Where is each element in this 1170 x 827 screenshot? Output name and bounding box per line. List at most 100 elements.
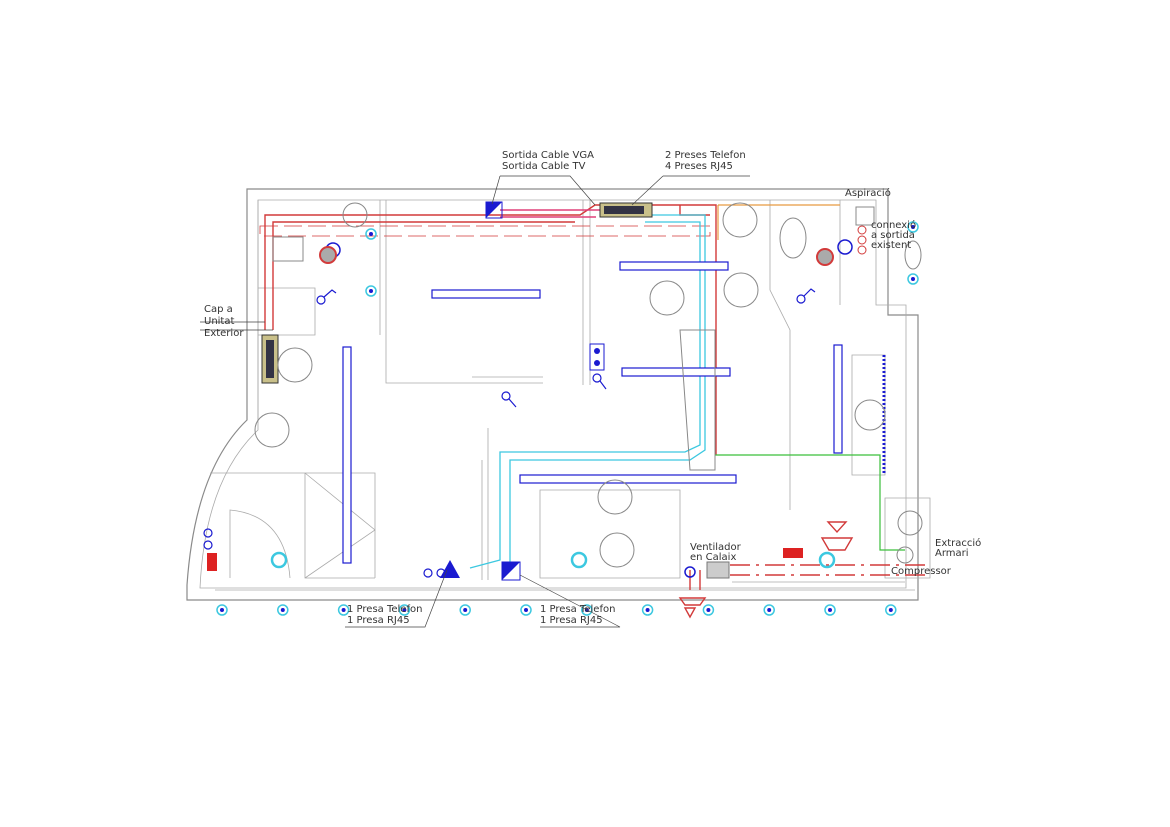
outer-wall bbox=[186, 188, 919, 601]
ceiling-point bbox=[216, 604, 228, 616]
chair bbox=[723, 272, 759, 308]
ceiling-point bbox=[337, 604, 350, 616]
ac-unit-grille bbox=[266, 340, 274, 378]
valve bbox=[319, 246, 337, 264]
cable-green bbox=[715, 454, 905, 551]
ceiling-point bbox=[907, 221, 919, 233]
socket-vga-frame bbox=[485, 201, 503, 219]
label-calaix: en Calaix bbox=[690, 552, 737, 563]
label-tv: Sortida Cable TV bbox=[502, 161, 586, 172]
washbasin bbox=[904, 240, 922, 270]
sink bbox=[722, 202, 758, 238]
chair bbox=[254, 412, 290, 448]
ceiling-point-dot bbox=[524, 608, 528, 612]
chair bbox=[597, 479, 633, 515]
ceiling-point-dot bbox=[645, 608, 650, 612]
grille-top bbox=[820, 521, 854, 551]
ceiling-point bbox=[277, 604, 289, 616]
ceiling-point bbox=[641, 604, 654, 616]
ceiling-point-dot bbox=[220, 608, 224, 612]
light-fixture bbox=[833, 344, 843, 454]
ceiling-point bbox=[520, 604, 532, 616]
extraction-point bbox=[837, 239, 853, 255]
chair bbox=[649, 280, 685, 316]
label-rj45-1b: 1 Presa RJ45 bbox=[540, 615, 603, 626]
ceiling-point bbox=[763, 604, 775, 616]
label-rj45-4: 4 Preses RJ45 bbox=[665, 161, 733, 172]
fan-box bbox=[706, 561, 730, 579]
switches bbox=[203, 288, 816, 578]
ceiling-point-dot bbox=[463, 608, 468, 612]
socket-double-dot bbox=[594, 348, 600, 354]
ceiling-point-dot bbox=[341, 608, 346, 612]
socket-rj45 bbox=[502, 562, 520, 580]
label-armari: Armari bbox=[935, 548, 969, 559]
ceiling-point bbox=[702, 604, 715, 616]
valve bbox=[816, 248, 834, 266]
label-aspiracio: Aspiració bbox=[845, 188, 891, 199]
chair bbox=[277, 347, 313, 383]
ceiling-point-dot bbox=[369, 232, 373, 236]
door-arc bbox=[229, 509, 291, 579]
ceiling-point-dot bbox=[911, 225, 915, 229]
duct-orange bbox=[717, 204, 840, 240]
toilet bbox=[779, 217, 807, 259]
ceiling-point bbox=[581, 604, 593, 616]
inner-wall bbox=[199, 199, 907, 589]
ceiling-point bbox=[885, 604, 897, 616]
label-rj45-1a: 1 Presa RJ45 bbox=[347, 615, 410, 626]
red-marker bbox=[783, 548, 803, 558]
cable-cyan bbox=[469, 214, 706, 569]
ceiling-point-dot bbox=[888, 608, 893, 612]
ceiling-point-dot bbox=[828, 608, 832, 612]
ceiling-point-dot bbox=[706, 608, 711, 612]
detector bbox=[570, 551, 588, 569]
ceiling-point bbox=[398, 604, 411, 616]
chairs bbox=[254, 202, 923, 568]
ceiling-point bbox=[365, 228, 377, 240]
label-ventilador: Ventilador bbox=[690, 542, 741, 553]
chair bbox=[599, 532, 635, 568]
light-fixture bbox=[621, 367, 731, 377]
ceiling-point bbox=[365, 285, 377, 297]
fan-motor bbox=[684, 566, 696, 578]
socket-double-dot bbox=[594, 360, 600, 366]
fixture bbox=[896, 546, 914, 564]
light-fixture bbox=[519, 474, 737, 484]
cabinet bbox=[855, 206, 875, 226]
ceiling-point bbox=[907, 273, 919, 285]
socket-double bbox=[589, 343, 605, 371]
label-connexio-2: a sortida bbox=[871, 230, 915, 241]
cable-pink bbox=[500, 209, 600, 218]
detector bbox=[270, 551, 288, 569]
label-cap: Cap a bbox=[204, 304, 233, 315]
exhaust-duct bbox=[689, 564, 930, 595]
ceiling-point-dot bbox=[402, 608, 407, 612]
sink bbox=[342, 202, 368, 228]
label-phone-1b: 1 Presa Telefon bbox=[540, 604, 616, 615]
hatched-strip bbox=[259, 225, 711, 237]
fixture bbox=[897, 510, 923, 536]
ceiling-point bbox=[824, 604, 836, 616]
red-marker bbox=[207, 553, 217, 571]
ceiling-point-dot bbox=[280, 608, 285, 612]
ceiling-point-dot bbox=[767, 608, 772, 612]
label-exterior: Exterior bbox=[204, 328, 244, 339]
toilet-tank bbox=[272, 236, 304, 262]
connection-circles bbox=[857, 225, 867, 255]
label-connexio-3: existent bbox=[871, 240, 912, 251]
dental-chair bbox=[679, 329, 716, 471]
ceiling-point-dot bbox=[369, 289, 373, 293]
light-fixture bbox=[431, 289, 541, 299]
label-phone-1a: 1 Presa Telefon bbox=[347, 604, 423, 615]
label-unitat: Unitat bbox=[204, 316, 235, 327]
light-fixture bbox=[619, 261, 729, 271]
ceiling-point-dot bbox=[911, 277, 915, 281]
ceiling-points bbox=[216, 221, 919, 616]
grille-bottom bbox=[678, 597, 707, 619]
label-phone-2: 2 Preses Telefon bbox=[665, 150, 746, 161]
leader-lines bbox=[200, 175, 750, 628]
socket-vga bbox=[486, 202, 502, 218]
